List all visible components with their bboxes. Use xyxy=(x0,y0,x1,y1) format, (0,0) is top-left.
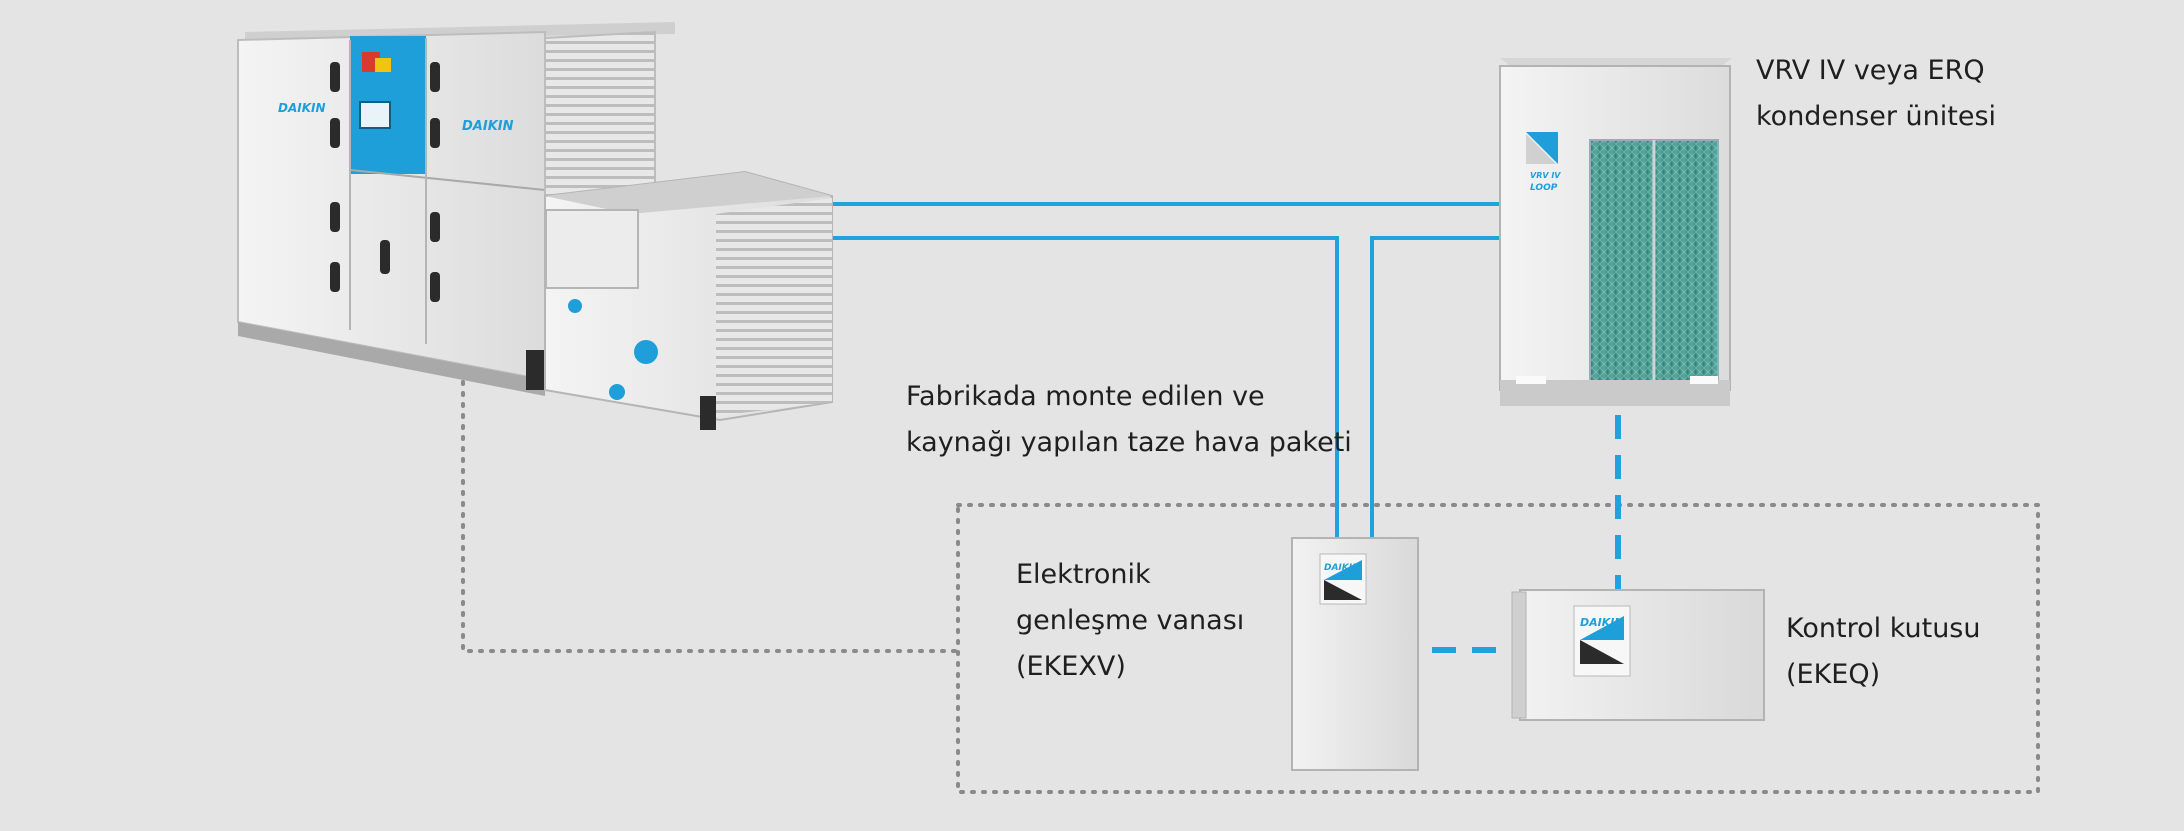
label-fresh-air-line1: Fabrikada monte edilen ve xyxy=(906,381,1265,412)
label-valve-line3: (EKEXV) xyxy=(1016,651,1126,682)
label-condenser: VRV IV veya ERQ kondenser ünitesi xyxy=(1756,48,1996,140)
label-condenser-line1: VRV IV veya ERQ xyxy=(1756,55,1985,86)
valve-logo: DAIKIN xyxy=(1324,563,1360,573)
condenser-unit: VRV IV LOOP xyxy=(1499,58,1732,406)
refrigerant-pipe-liquid xyxy=(832,236,1339,542)
label-fresh-air-line2: kaynağı yapılan taze hava paketi xyxy=(906,427,1352,458)
label-control-box: Kontrol kutusu (EKEQ) xyxy=(1786,606,1980,698)
label-fresh-air-package: Fabrikada monte edilen ve kaynağı yapıla… xyxy=(906,374,1352,466)
control-wire-ahu xyxy=(461,380,960,653)
label-controlbox-line2: (EKEQ) xyxy=(1786,659,1881,690)
door-handles-icon xyxy=(330,62,440,302)
label-controlbox-line1: Kontrol kutusu xyxy=(1786,613,1981,644)
ahu-logo-right: DAIKIN xyxy=(462,119,514,134)
controlbox-logo: DAIKIN xyxy=(1580,616,1624,629)
expansion-valve-box: DAIKIN xyxy=(1291,537,1419,771)
label-valve-line1: Elektronik xyxy=(1016,559,1151,590)
control-box: DAIKIN xyxy=(1511,589,1765,721)
refrigerant-pipe-gas xyxy=(1370,236,1500,542)
label-expansion-valve: Elektronik genleşme vanası (EKEXV) xyxy=(1016,552,1244,690)
condenser-badge: VRV IV xyxy=(1530,171,1561,180)
label-valve-line2: genleşme vanası xyxy=(1016,605,1245,636)
control-wiring xyxy=(461,380,2040,794)
refrigerant-pipes xyxy=(832,202,1500,542)
condenser-badge-sub: LOOP xyxy=(1530,183,1558,193)
label-condenser-line2: kondenser ünitesi xyxy=(1756,101,1997,132)
ahu-logo-left: DAIKIN xyxy=(278,101,326,115)
air-handling-unit: DAIKIN DAIKIN xyxy=(237,22,833,430)
communication-links xyxy=(1432,415,1621,653)
control-zone-boundary xyxy=(956,503,2040,794)
